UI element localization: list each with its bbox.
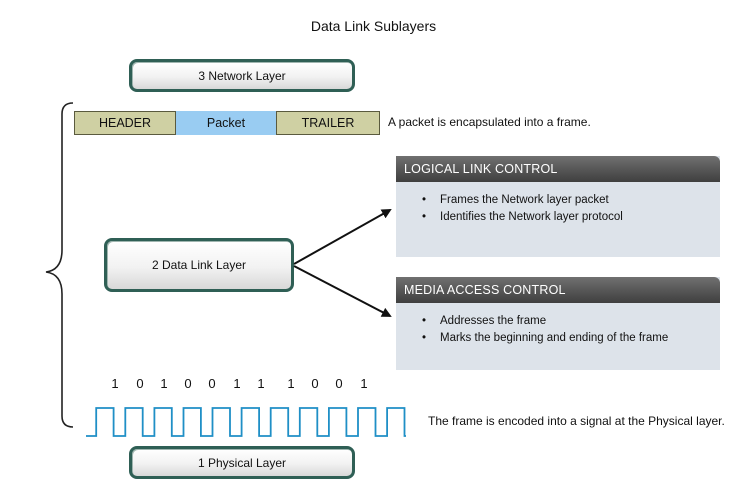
bit-label: 0 [335,376,343,391]
frame-trailer: TRAILER [276,111,380,135]
datalink-layer-label: 2 Data Link Layer [151,258,247,272]
bit-label: 1 [287,376,295,391]
frame-header: HEADER [74,111,176,135]
frame-header-label: HEADER [98,116,152,130]
bit-label: 0 [184,376,192,391]
signal-note: The frame is encoded into a signal at th… [428,414,725,428]
frame-trailer-label: TRAILER [301,116,355,130]
bit-label: 1 [111,376,119,391]
frame-packet: Packet [176,111,276,135]
bit-label: 1 [257,376,265,391]
sublayer-brace [45,102,74,428]
physical-layer-box: 1 Physical Layer [129,446,355,479]
encapsulation-note: A packet is encapsulated into a frame. [388,115,591,129]
network-layer-box: 3 Network Layer [129,59,355,92]
mac-item: Addresses the frame [422,313,720,330]
bit-label: 1 [233,376,241,391]
bit-label: 1 [160,376,168,391]
physical-layer-label: 1 Physical Layer [197,455,287,470]
bit-label: 0 [311,376,319,391]
mac-heading: MEDIA ACCESS CONTROL [396,277,720,303]
diagram-title: Data Link Sublayers [310,18,437,34]
mac-item: Marks the beginning and ending of the fr… [422,330,720,347]
arrow-to-mac [293,265,392,317]
bit-label: 0 [208,376,216,391]
llc-panel: LOGICAL LINK CONTROL Frames the Network … [396,156,720,257]
frame-packet-label: Packet [206,116,246,130]
llc-item: Identifies the Network layer protocol [422,209,720,226]
datalink-layer-box: 2 Data Link Layer [104,238,294,292]
bit-label: 0 [136,376,144,391]
arrow-to-llc [293,209,392,265]
llc-list: Frames the Network layer packet Identifi… [396,192,720,226]
llc-heading: LOGICAL LINK CONTROL [396,156,720,182]
llc-item: Frames the Network layer packet [422,192,720,209]
network-layer-label: 3 Network Layer [198,68,286,83]
mac-list: Addresses the frame Marks the beginning … [396,313,720,347]
bit-label: 1 [360,376,368,391]
mac-panel: MEDIA ACCESS CONTROL Addresses the frame… [396,277,720,370]
